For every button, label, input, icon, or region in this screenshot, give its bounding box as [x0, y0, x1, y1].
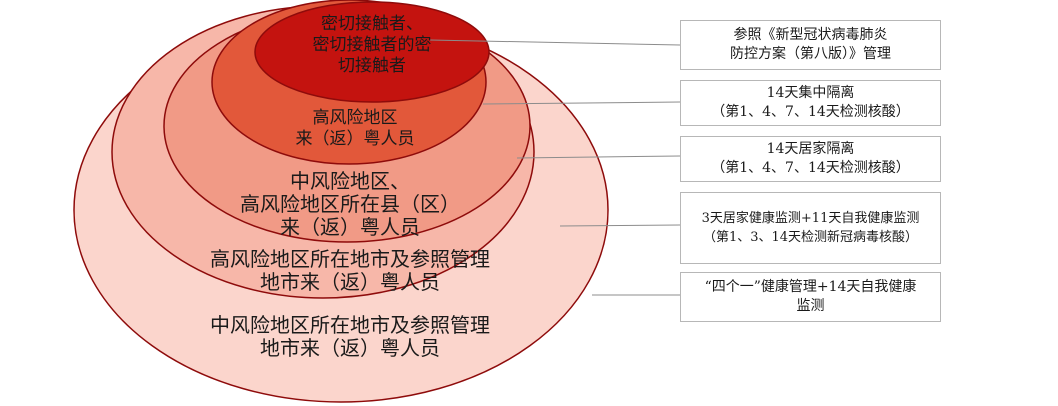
measure-box-medium-risk-area: 14天居家隔离 （第1、4、7、14天检测核酸）: [680, 136, 941, 182]
measure-3-line-1: 14天居家隔离: [766, 141, 855, 157]
ring-label-high-risk-city: 高风险地区所在地市及参照管理 地市来（返）粤人员: [195, 248, 505, 294]
ring-3-line-2: 高风险地区所在县（区）: [240, 192, 460, 216]
ring-4-line-1: 高风险地区所在地市及参照管理: [210, 247, 490, 271]
ring-3-line-3: 来（返）粤人员: [280, 215, 420, 239]
measure-4-line-2: （第1、3、14天检测新冠病毒核酸）: [702, 230, 919, 245]
ring-5-line-2: 地市来（返）粤人员: [260, 336, 440, 360]
ring-label-close-contacts: 密切接触者、 密切接触者的密 切接触者: [262, 14, 482, 77]
ring-2-line-2: 来（返）粤人员: [295, 129, 415, 149]
measure-2-line-2: （第1、4、7、14天检测核酸）: [711, 104, 910, 120]
measure-5-line-1: “四个一”健康管理+14天自我健康: [704, 279, 917, 295]
measure-box-high-risk-area: 14天集中隔离 （第1、4、7、14天检测核酸）: [680, 80, 941, 126]
connector-line-2: [482, 101, 681, 105]
measure-box-high-risk-city: 3天居家健康监测+11天自我健康监测 （第1、3、14天检测新冠病毒核酸）: [680, 192, 941, 264]
measure-5-line-2: 监测: [796, 298, 825, 314]
measure-4-line-1: 3天居家健康监测+11天自我健康监测: [701, 211, 920, 226]
ring-close-contacts: [254, 1, 490, 103]
measure-1-line-1: 参照《新型冠状病毒肺炎: [733, 27, 888, 43]
ring-label-medium-risk-city: 中风险地区所在地市及参照管理 地市来（返）粤人员: [195, 314, 505, 360]
measure-1-line-2: 防控方案（第八版）》管理: [730, 46, 891, 62]
connector-line-4: [559, 224, 681, 227]
measure-2-line-1: 14天集中隔离: [766, 85, 855, 101]
ring-3-line-1: 中风险地区、: [290, 169, 410, 193]
ring-1-line-3: 切接触者: [338, 56, 406, 76]
ring-1-line-2: 密切接触者的密: [312, 35, 432, 55]
ring-2-line-1: 高风险地区: [312, 108, 398, 128]
connector-line-1: [429, 39, 681, 46]
ring-label-high-risk-area: 高风险地区 来（返）粤人员: [255, 108, 455, 150]
ring-5-line-1: 中风险地区所在地市及参照管理: [210, 313, 490, 337]
ring-1-line-1: 密切接触者、: [321, 14, 423, 34]
measure-box-close-contacts: 参照《新型冠状病毒肺炎 防控方案（第八版）》管理: [680, 20, 941, 70]
ring-4-line-2: 地市来（返）粤人员: [260, 270, 440, 294]
measure-box-medium-risk-city: “四个一”健康管理+14天自我健康 监测: [680, 272, 941, 322]
measure-3-line-2: （第1、4、7、14天检测核酸）: [711, 160, 910, 176]
ring-label-medium-risk-area: 中风险地区、 高风险地区所在县（区） 来（返）粤人员: [200, 170, 500, 239]
connector-line-3: [516, 155, 681, 159]
